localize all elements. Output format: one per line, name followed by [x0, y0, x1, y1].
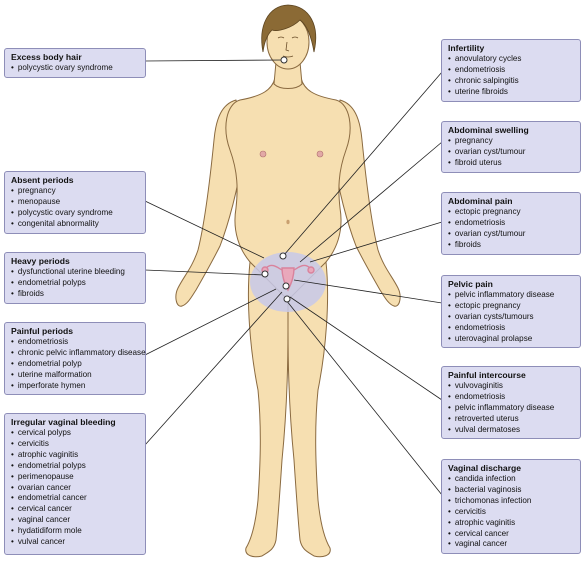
list-item: candida infection — [448, 474, 575, 485]
list-item: endometriosis — [448, 323, 575, 334]
list-item: ovarian cysts/tumours — [448, 312, 575, 323]
list-item: congenital abnormality — [11, 219, 140, 230]
list-item: uterine fibroids — [448, 87, 575, 98]
right-arm — [331, 99, 401, 307]
list-item: endometriosis — [11, 337, 140, 348]
box-title: Absent periods — [11, 175, 74, 185]
list-item: anovulatory cycles — [448, 54, 575, 65]
list-item: atrophic vaginitis — [11, 450, 140, 461]
list-item: vaginal cancer — [448, 539, 575, 550]
list-item: retroverted uterus — [448, 414, 575, 425]
face-features — [277, 36, 299, 58]
list-item: cervicitis — [448, 507, 575, 518]
list-item: uterovaginal prolapse — [448, 334, 575, 345]
list-item: cervical polyps — [11, 428, 140, 439]
box-infertility: Infertility anovulatory cycles endometri… — [441, 39, 581, 102]
list-item: cervical cancer — [11, 504, 140, 515]
list-item: dysfunctional uterine bleeding — [11, 267, 140, 278]
list-item: pelvic inflammatory disease — [448, 290, 575, 301]
list-item: hydatidiform mole — [11, 526, 140, 537]
list-item: polycystic ovary syndrome — [11, 208, 140, 219]
list-item: fibroids — [11, 289, 140, 300]
list-item: cervical cancer — [448, 529, 575, 540]
right-nipple — [316, 150, 324, 158]
list-item: ovarian cyst/tumour — [448, 147, 575, 158]
list-item: fibroid uterus — [448, 158, 575, 169]
list-item: pelvic inflammatory disease — [448, 403, 575, 414]
left-arm — [175, 99, 245, 307]
list-item: pregnancy — [11, 186, 140, 197]
list-item: fibroids — [448, 240, 575, 251]
list-item: polycystic ovary syndrome — [11, 63, 140, 74]
list-item: pregnancy — [448, 136, 575, 147]
box-title: Painful intercourse — [448, 370, 526, 380]
box-title: Abdominal pain — [448, 196, 513, 206]
list-item: endometrial polyps — [11, 461, 140, 472]
list-item: vulval cancer — [11, 537, 140, 548]
navel — [286, 219, 290, 225]
leader-lines — [144, 59, 443, 496]
list-item: chronic pelvic inflammatory disease — [11, 348, 146, 359]
hair — [261, 4, 317, 53]
box-title: Vaginal discharge — [448, 463, 522, 473]
list-item: ovarian cyst/tumour — [448, 229, 575, 240]
list-item: perimenopause — [11, 472, 140, 483]
box-excess-body-hair: Excess body hair polycystic ovary syndro… — [4, 48, 146, 78]
box-abdominal-swelling: Abdominal swelling pregnancy ovarian cys… — [441, 121, 581, 173]
box-title: Excess body hair — [11, 52, 82, 62]
list-item: uterine malformation — [11, 370, 140, 381]
list-item: endometrial polyp — [11, 359, 140, 370]
box-painful-intercourse: Painful intercourse vulvovaginitis endom… — [441, 366, 581, 439]
right-leg — [287, 261, 331, 558]
box-pelvic-pain: Pelvic pain pelvic inflammatory disease … — [441, 275, 581, 348]
box-title: Pelvic pain — [448, 279, 493, 289]
box-title: Irregular vaginal bleeding — [11, 417, 116, 427]
box-painful-periods: Painful periods endometriosis chronic pe… — [4, 322, 146, 395]
list-item: ectopic pregnancy — [448, 301, 575, 312]
box-irregular-vaginal-bleeding: Irregular vaginal bleeding cervical poly… — [4, 413, 146, 555]
neck — [273, 61, 303, 89]
box-title: Heavy periods — [11, 256, 70, 266]
box-vaginal-discharge: Vaginal discharge candida infection bact… — [441, 459, 581, 554]
list-item: endometriosis — [448, 65, 575, 76]
list-item: endometriosis — [448, 392, 575, 403]
box-abdominal-pain: Abdominal pain ectopic pregnancy endomet… — [441, 192, 581, 255]
list-item: trichomonas infection — [448, 496, 575, 507]
list-item: menopause — [11, 197, 140, 208]
box-title: Abdominal swelling — [448, 125, 529, 135]
list-item: cervicitis — [11, 439, 140, 450]
list-item: endometriosis — [448, 218, 575, 229]
box-heavy-periods: Heavy periods dysfunctional uterine blee… — [4, 252, 146, 304]
pointer-dots — [261, 56, 291, 303]
list-item: endometrial polyps — [11, 278, 140, 289]
list-item: imperforate hymen — [11, 381, 140, 392]
left-nipple — [259, 150, 267, 158]
box-absent-periods: Absent periods pregnancy menopause polyc… — [4, 171, 146, 234]
list-item: ectopic pregnancy — [448, 207, 575, 218]
list-item: vulvovaginitis — [448, 381, 575, 392]
box-title: Painful periods — [11, 326, 74, 336]
list-item: bacterial vaginosis — [448, 485, 575, 496]
list-item: endometrial cancer — [11, 493, 140, 504]
list-item: vaginal cancer — [11, 515, 140, 526]
list-item: ovarian cancer — [11, 483, 140, 494]
list-item: chronic salpingitis — [448, 76, 575, 87]
list-item: atrophic vaginitis — [448, 518, 575, 529]
box-title: Infertility — [448, 43, 485, 53]
left-leg — [245, 261, 289, 558]
list-item: vulval dermatoses — [448, 425, 575, 436]
